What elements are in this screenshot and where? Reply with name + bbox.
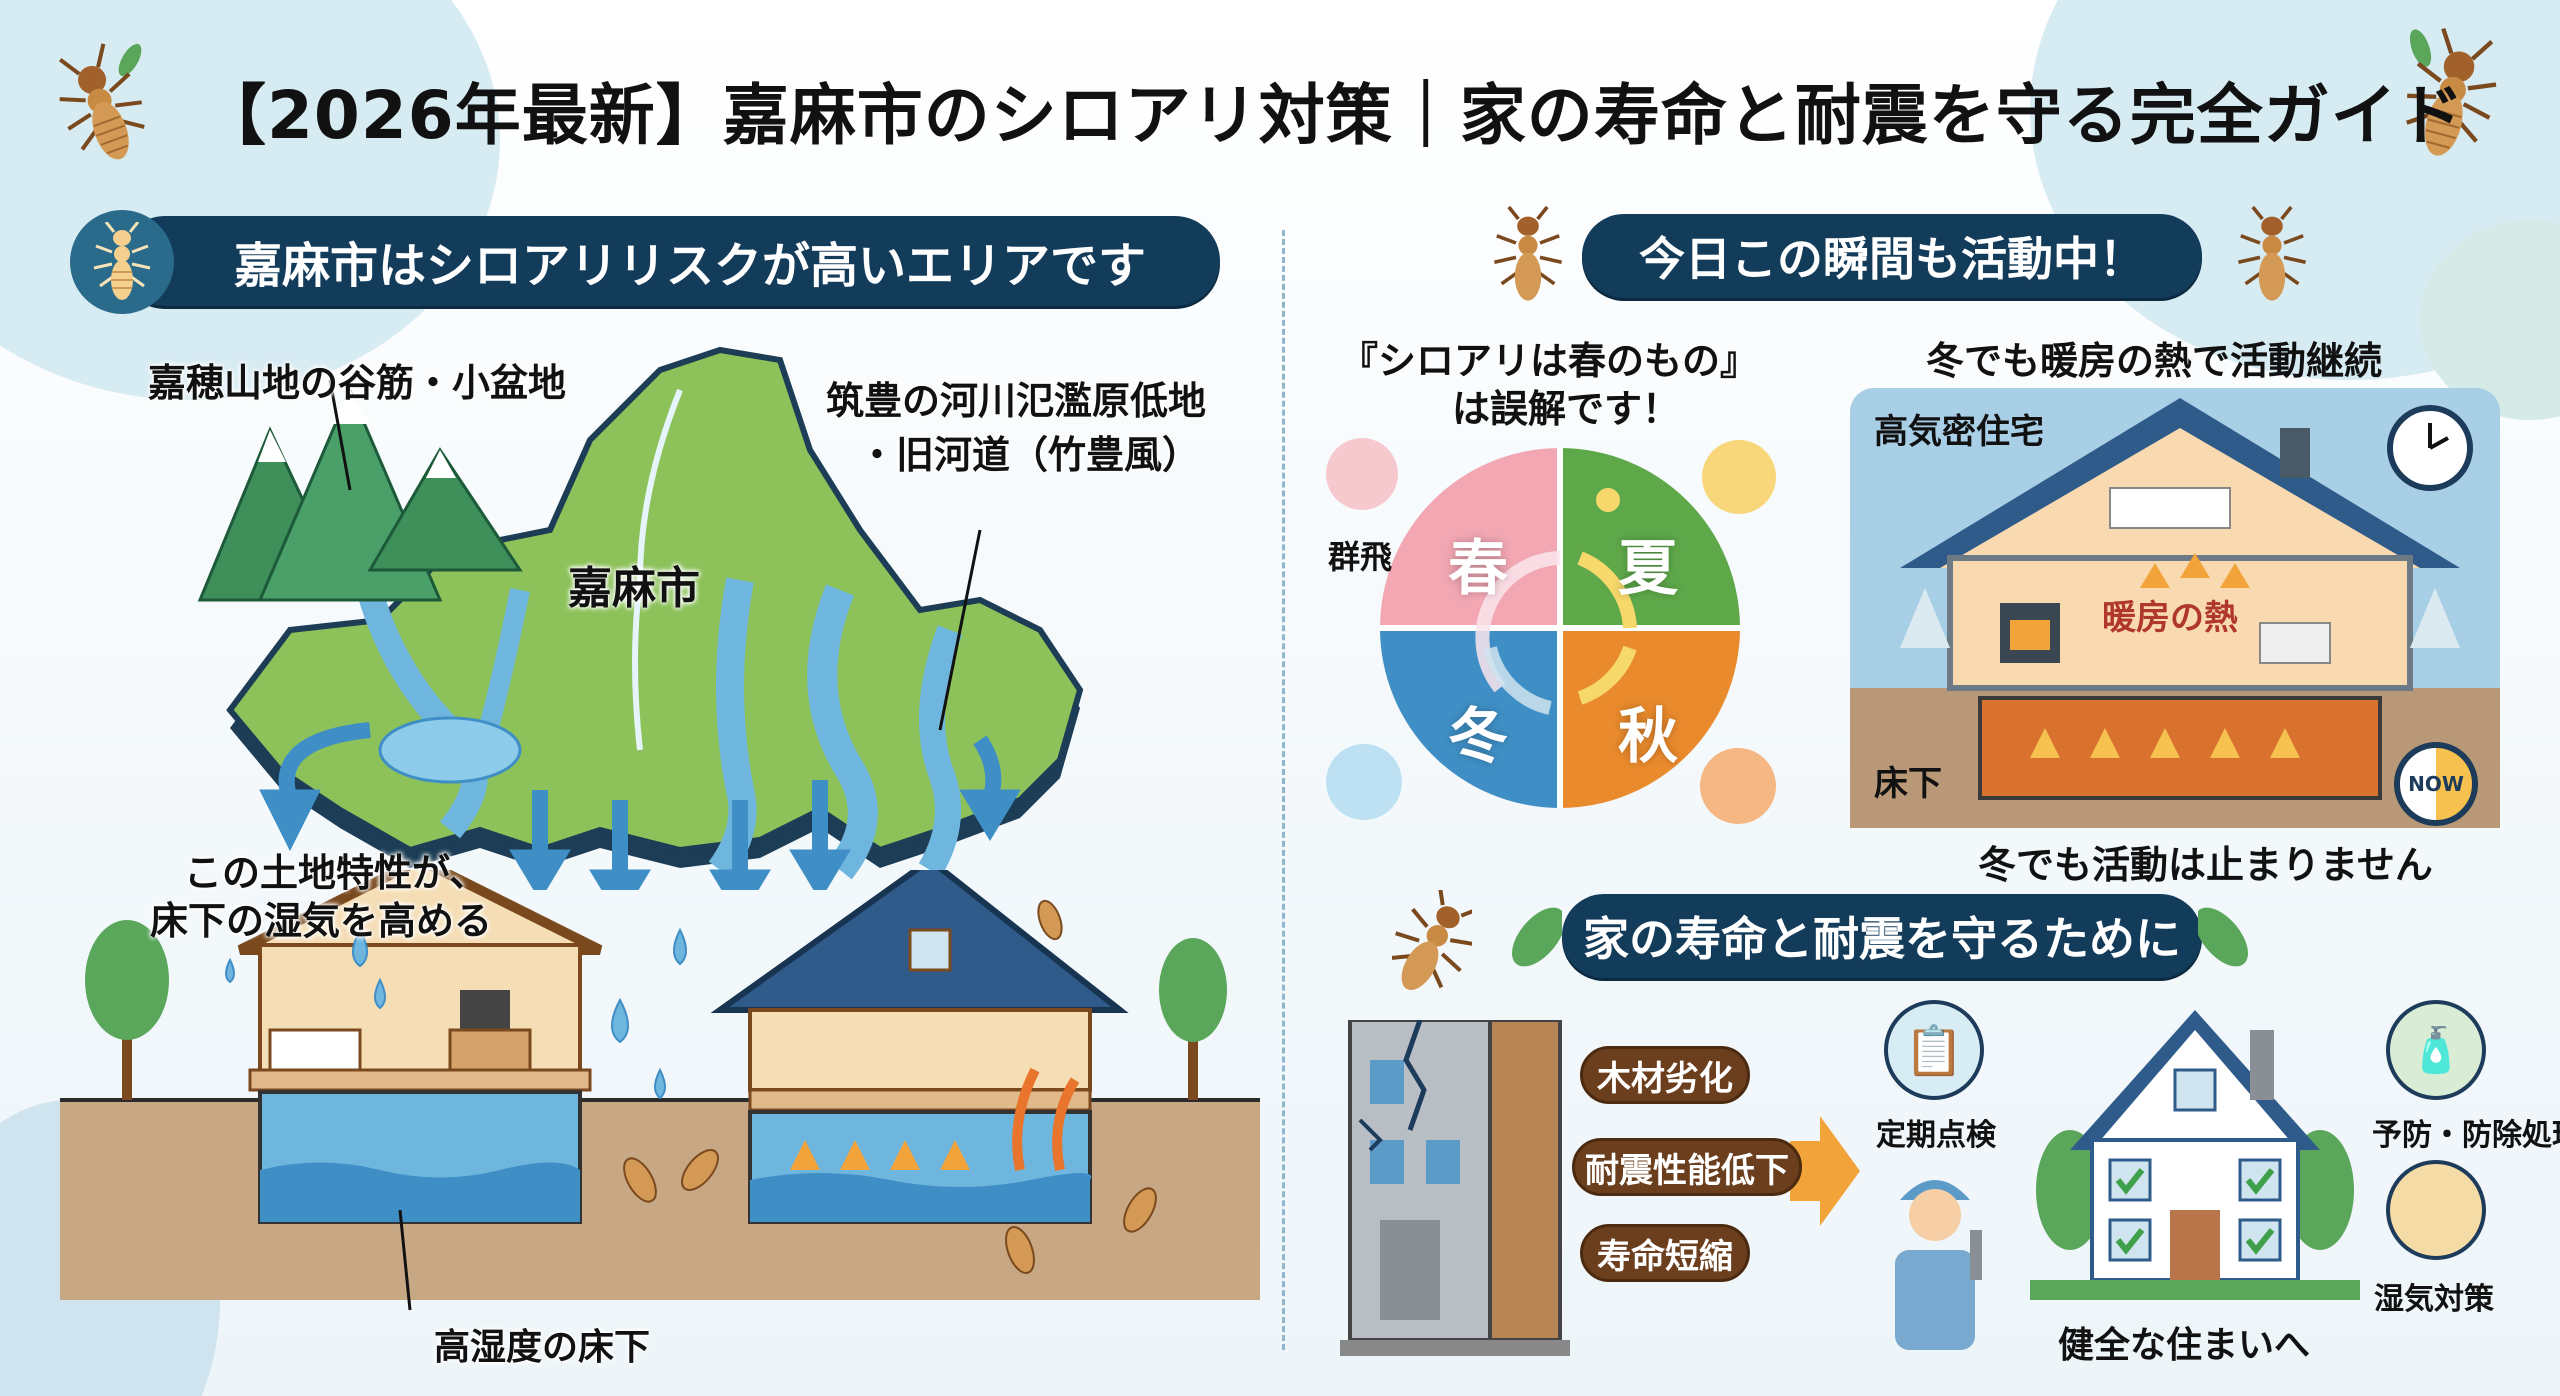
termite-icon bbox=[2238, 205, 2306, 301]
land-caption-line2: 床下の湿気を高める bbox=[150, 899, 493, 943]
inspection-label: 定期点検 bbox=[1876, 1118, 1996, 1153]
misconception-line2: は誤解です！ bbox=[1452, 387, 1681, 431]
spray-treatment-icon: 🧴 bbox=[2386, 1000, 2486, 1100]
termite-icon bbox=[58, 43, 145, 160]
damage-seismic-reduction: 耐震性能低下 bbox=[1572, 1138, 1802, 1196]
summer-termite-badge bbox=[1702, 440, 1776, 514]
airtight-house-label: 高気密住宅 bbox=[1874, 412, 2044, 452]
arrow-right-icon bbox=[1790, 1116, 1860, 1226]
river-label-line2: ・旧河道（竹豊風） bbox=[858, 433, 1201, 477]
termite-icon bbox=[70, 210, 174, 314]
leaf-icon bbox=[1512, 907, 1562, 967]
termite-icon bbox=[1392, 890, 1472, 991]
termite-icon bbox=[1494, 205, 1562, 301]
heating-heat-label: 暖房の熱 bbox=[2102, 598, 2238, 638]
leaf-icon bbox=[2198, 907, 2248, 967]
spring-termite-badge bbox=[1326, 438, 1398, 510]
damage-lifespan-shortening: 寿命短縮 bbox=[1580, 1224, 1750, 1282]
prevention-label: 予防・防除処理 bbox=[2372, 1118, 2560, 1153]
active-now-banner: 今日この瞬間も活動中！ bbox=[1582, 214, 2202, 298]
damage-wood-deterioration: 木材劣化 bbox=[1580, 1046, 1750, 1104]
mountain-label: 嘉穂山地の谷筋・小盆地 bbox=[148, 361, 567, 405]
swarm-label: 群飛 bbox=[1328, 538, 1393, 576]
season-winter: 冬 bbox=[1448, 702, 1508, 772]
moisture-label: 湿気対策 bbox=[2374, 1282, 2494, 1317]
damaged-building-illustration bbox=[1340, 1020, 1570, 1356]
season-spring: 春 bbox=[1448, 534, 1508, 604]
misconception-line1: 『シロアリは春のもの』 bbox=[1340, 339, 1759, 383]
protect-banner: 家の寿命と耐震を守るために bbox=[1562, 894, 2202, 978]
healthy-home-label: 健全な住まいへ bbox=[2058, 1325, 2311, 1366]
snowflake-icon bbox=[1326, 744, 1402, 820]
risk-area-banner-text: 嘉麻市はシロアリリスクが高いエリアです bbox=[233, 238, 1146, 294]
page-title: 【2026年最新】嘉麻市のシロアリ対策｜家の寿命と耐震を守る完全ガイド bbox=[200, 77, 2465, 154]
clipboard-inspection-icon: 📋 bbox=[1884, 1000, 1984, 1100]
active-now-banner-text: 今日この瞬間も活動中！ bbox=[1639, 232, 2145, 286]
land-caption-line1: この土地特性が、 bbox=[184, 851, 488, 895]
worker-icon bbox=[1895, 1180, 1982, 1350]
season-autumn: 秋 bbox=[1618, 702, 1678, 772]
winter-heading: 冬でも暖房の熱で活動継続 bbox=[1926, 339, 2383, 383]
humid-houses-illustration bbox=[60, 870, 1260, 1311]
humid-underfloor-label: 高湿度の床下 bbox=[434, 1327, 651, 1368]
autumn-termite-badge bbox=[1700, 748, 1776, 824]
underfloor-label: 床下 bbox=[1874, 764, 1942, 804]
healthy-house-illustration bbox=[2030, 1010, 2360, 1300]
protect-banner-text: 家の寿命と耐震を守るために bbox=[1583, 912, 2181, 966]
season-wheel bbox=[1380, 448, 1740, 808]
river-label-line1: 筑豊の河川氾濫原低地 bbox=[826, 379, 1207, 423]
winter-house-illustration bbox=[1850, 388, 2500, 828]
wood-moisture-icon bbox=[2386, 1160, 2486, 1260]
season-summer: 夏 bbox=[1618, 534, 1678, 604]
risk-area-banner: 嘉麻市はシロアリリスクが高いエリアです bbox=[120, 216, 1220, 306]
section-divider bbox=[1282, 230, 1285, 1350]
kama-city-map bbox=[197, 346, 1084, 890]
map-city-label: 嘉麻市 bbox=[568, 563, 700, 614]
winter-caption: 冬でも活動は止まりません bbox=[1978, 843, 2433, 887]
now-badge: NOW bbox=[2394, 742, 2478, 826]
termite-icon bbox=[2406, 27, 2497, 156]
